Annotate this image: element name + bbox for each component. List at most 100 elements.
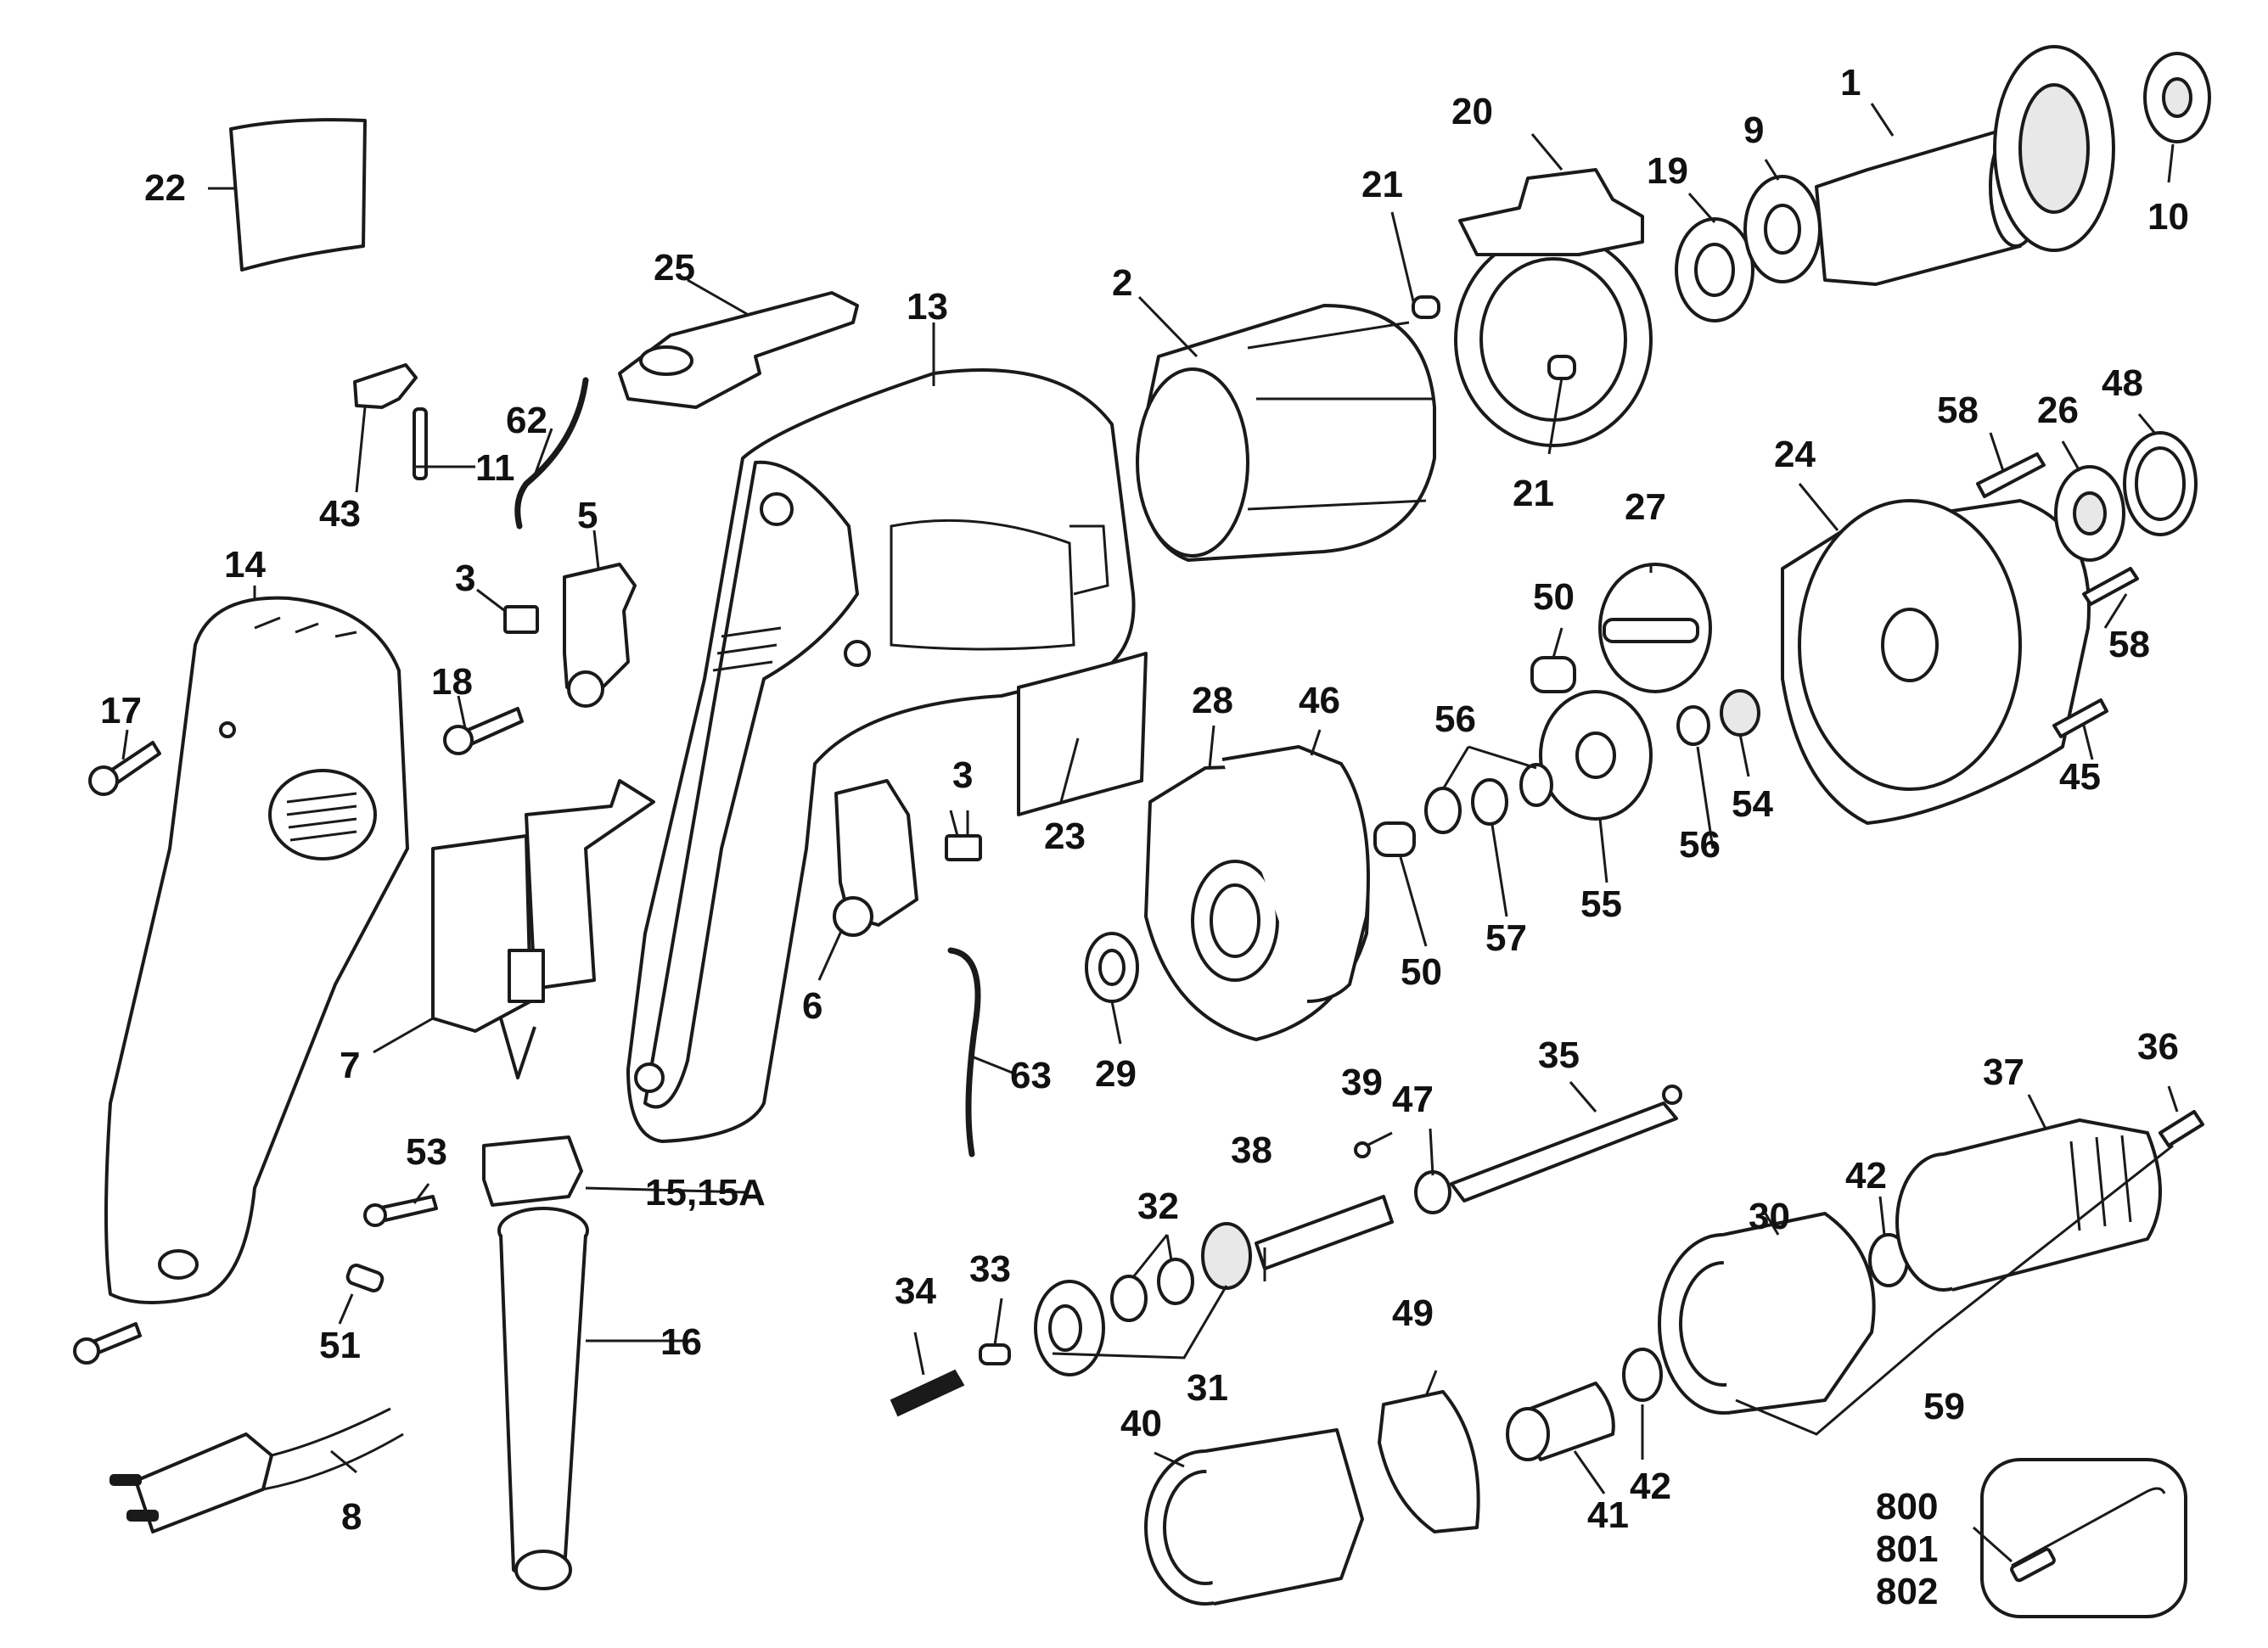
part-16-side-handle <box>497 1207 589 1590</box>
part-25-top-cover <box>618 291 859 409</box>
label-19: 19 <box>1647 150 1688 192</box>
part-2-field <box>1136 304 1436 562</box>
part-40-collar <box>1144 1428 1364 1606</box>
label-59: 59 <box>1923 1386 1965 1427</box>
label-30: 30 <box>1749 1196 1790 1237</box>
label-50b: 50 <box>1401 951 1442 993</box>
label-16: 16 <box>660 1321 702 1363</box>
label-62: 62 <box>506 400 547 441</box>
label-24: 24 <box>1774 434 1816 475</box>
label-22: 22 <box>144 167 186 209</box>
label-48: 48 <box>2102 362 2143 404</box>
part-26-bearing <box>2054 465 2125 562</box>
part-41-bushing <box>1506 1382 1615 1461</box>
label-801: 801 <box>1876 1528 1938 1570</box>
part-50-bushing-a <box>1530 656 1576 693</box>
label-49: 49 <box>1392 1292 1434 1334</box>
part-36-bit <box>2159 1110 2204 1147</box>
part-20-brush-ring <box>1454 168 1653 447</box>
label-43: 43 <box>319 493 361 535</box>
part-32-oring-a <box>1110 1275 1148 1322</box>
part-14-handle-housing <box>104 596 409 1304</box>
label-38: 38 <box>1231 1129 1272 1171</box>
part-58-screw-b <box>2082 567 2139 606</box>
part-53-screw <box>363 1195 438 1227</box>
part-29-washer <box>1085 932 1139 1003</box>
label-21b: 21 <box>1513 473 1554 514</box>
part-9-bearing <box>1743 175 1822 283</box>
callout-labels: 22 25 13 2 20 21 21 19 9 1 10 58 26 48 2… <box>100 62 2189 1612</box>
label-39: 39 <box>1341 1062 1383 1103</box>
label-36: 36 <box>2137 1026 2179 1068</box>
part-10-bearing <box>2143 52 2211 143</box>
part-3-brush <box>503 605 539 634</box>
part-35-spindle <box>1450 1085 1682 1202</box>
label-58b: 58 <box>2108 624 2150 665</box>
part-48-retaining-ring <box>2123 431 2198 536</box>
label-35: 35 <box>1538 1034 1580 1076</box>
part-49-sleeve <box>1378 1390 1480 1533</box>
part-18-screw <box>443 707 524 755</box>
label-27: 27 <box>1625 486 1666 528</box>
part-31-nut <box>1034 1222 1252 1376</box>
label-45: 45 <box>2059 756 2101 798</box>
label-13: 13 <box>907 286 948 328</box>
label-26: 26 <box>2037 390 2079 431</box>
part-56-washer-c <box>1676 705 1710 746</box>
label-6: 6 <box>802 985 822 1027</box>
label-51: 51 <box>319 1325 361 1366</box>
part-57-bearing <box>1471 778 1508 826</box>
label-1: 1 <box>1840 62 1861 104</box>
part-54-bearing <box>1720 689 1760 737</box>
label-42b: 42 <box>1845 1155 1887 1197</box>
part-17-screw <box>88 741 161 796</box>
label-21a: 21 <box>1361 164 1403 205</box>
part-1-armature <box>1815 45 2115 286</box>
label-10: 10 <box>2147 196 2189 238</box>
part-62-wire <box>514 377 589 530</box>
part-screw-lower-left <box>73 1322 142 1365</box>
label-14: 14 <box>224 544 266 586</box>
part-24-gear-case <box>1781 499 2091 825</box>
part-15-clamp <box>482 1135 583 1207</box>
inset-800-801-802 <box>1980 1458 2187 1618</box>
part-37-nose <box>1895 1118 2162 1292</box>
part-21-pin-b <box>1547 355 1576 380</box>
label-56b: 56 <box>1679 824 1721 866</box>
part-55-gear <box>1539 690 1653 821</box>
label-58a: 58 <box>1937 390 1979 431</box>
label-9: 9 <box>1743 109 1764 151</box>
part-6-brush-holder <box>833 779 918 937</box>
part-46-plate <box>1221 745 1370 1003</box>
label-54: 54 <box>1732 783 1773 825</box>
part-50-bushing-b <box>1373 821 1416 857</box>
part-56-washer-b <box>1519 763 1553 807</box>
part-19-washer <box>1675 217 1754 322</box>
part-47-bearing <box>1414 1170 1451 1214</box>
label-33: 33 <box>969 1248 1011 1290</box>
part-30-collar <box>1658 1212 1876 1415</box>
label-2: 2 <box>1112 262 1132 304</box>
part-63-wire <box>947 947 981 1158</box>
label-50a: 50 <box>1533 576 1575 618</box>
label-5: 5 <box>577 495 598 536</box>
label-802: 802 <box>1876 1571 1938 1612</box>
part-56-washer-a <box>1424 787 1462 834</box>
label-47: 47 <box>1392 1079 1434 1120</box>
part-27-gear <box>1598 563 1712 693</box>
label-15: 15,15A <box>645 1172 766 1214</box>
part-43-clip <box>353 363 418 409</box>
part-39-ball <box>1354 1141 1371 1158</box>
label-57: 57 <box>1485 917 1527 959</box>
label-7: 7 <box>340 1045 360 1086</box>
label-20: 20 <box>1451 91 1493 132</box>
part-51-bushing <box>345 1264 385 1292</box>
label-56a: 56 <box>1434 698 1476 740</box>
label-34: 34 <box>895 1270 936 1312</box>
label-31: 31 <box>1187 1367 1228 1409</box>
label-63: 63 <box>1010 1055 1052 1096</box>
part-33-pin <box>979 1343 1011 1365</box>
part-58-screw-a <box>1976 452 2046 498</box>
part-34-spring <box>890 1369 965 1417</box>
